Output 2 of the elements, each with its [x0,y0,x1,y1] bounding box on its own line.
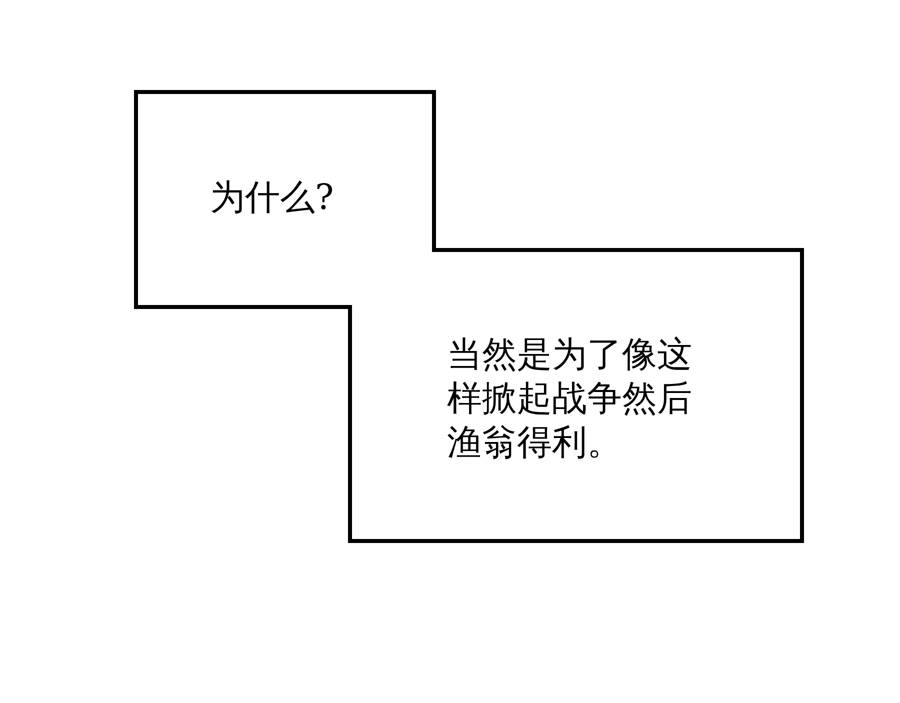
speech-text: 当然是为了像这样掀起战争然后渔翁得利。 [447,334,693,465]
speech-text: 为什么? [210,177,335,220]
